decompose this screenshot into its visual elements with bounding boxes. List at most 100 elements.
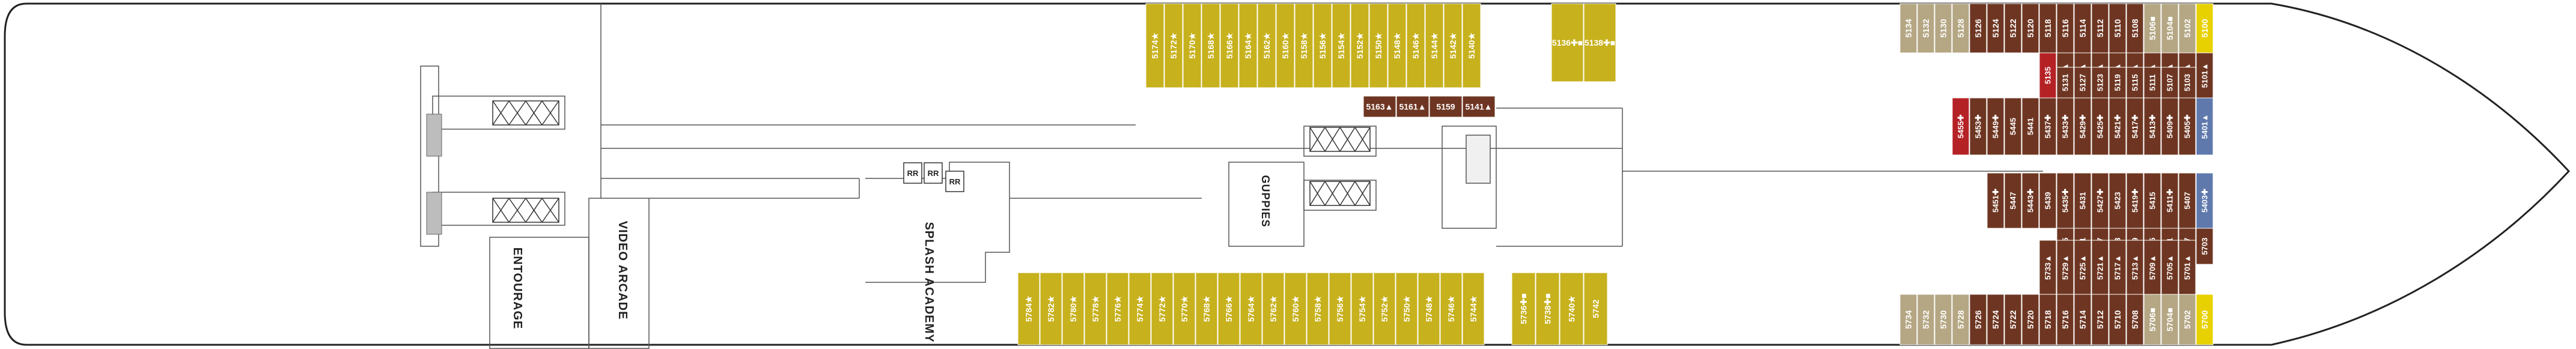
cabin-aft-top[interactable]: 5140★ [1462, 3, 1481, 88]
cabin-block[interactable] [1583, 3, 1616, 82]
cabin-row-c[interactable]: 5425✚ [2091, 97, 2109, 156]
cabin-block[interactable] [1952, 97, 1970, 156]
cabin-aft-bottom[interactable]: 5764★ [1240, 272, 1262, 345]
cabin-block[interactable] [1969, 3, 1987, 53]
cabin-block[interactable] [2004, 294, 2022, 345]
cabin-fwd-bottom[interactable]: 5716 [2056, 294, 2074, 345]
cabin-fwd-top[interactable]: 5104■ [2161, 3, 2179, 53]
cabin-row-d[interactable]: 5423 [2109, 172, 2127, 229]
cabin-block[interactable] [1987, 3, 2005, 53]
cabin-block[interactable] [1952, 3, 1970, 53]
cabin-row-f[interactable]: 5717▲ [2109, 240, 2127, 295]
cabin-aft-bottom[interactable]: 5752★ [1373, 272, 1396, 345]
cabin-fwd-top[interactable]: 5110 [2109, 3, 2127, 53]
cabin-row-b[interactable]: 5119 [2109, 67, 2127, 99]
cabin-row-d[interactable]: 5443✚ [2021, 172, 2039, 229]
cabin-block[interactable] [1145, 3, 1165, 88]
cabin-aft-top-row2[interactable]: 5159 [1429, 96, 1463, 118]
cabin-row-f[interactable]: 5721▲ [2091, 240, 2109, 295]
cabin-aft-top[interactable]: 5152★ [1350, 3, 1369, 88]
cabin-block[interactable] [1040, 272, 1062, 345]
cabin-block[interactable] [1128, 272, 1151, 345]
cabin-block[interactable] [1917, 294, 1935, 345]
cabin-block[interactable] [1238, 3, 1258, 88]
cabin-mid-bottom-small[interactable]: 5742 [1583, 272, 1608, 345]
cabin-aft-top[interactable]: 5160★ [1276, 3, 1295, 88]
cabin-row-c[interactable]: 5455✚ [1952, 97, 1970, 156]
cabin-fwd-bottom[interactable]: 5706■ [2143, 294, 2161, 345]
cabin-aft-bottom[interactable]: 5766★ [1217, 272, 1240, 345]
cabin-block[interactable] [2196, 228, 2214, 265]
cabin-block[interactable] [1220, 3, 1239, 88]
cabin-block[interactable] [1987, 294, 2005, 345]
cabin-row-d[interactable]: 5431 [2074, 172, 2092, 229]
cabin-row-c[interactable]: 5421✚ [2109, 97, 2127, 156]
cabin-fwd-bottom[interactable]: 5732 [1917, 294, 1935, 345]
cabin-aft-top[interactable]: 5158★ [1294, 3, 1314, 88]
cabin-aft-top[interactable]: 5164★ [1238, 3, 1258, 88]
cabin-fwd-top[interactable]: 5126 [1969, 3, 1987, 53]
cabin-fwd-top[interactable]: 5106■ [2143, 3, 2161, 53]
cabin-block[interactable] [1406, 3, 1425, 88]
cabin-block[interactable] [2161, 240, 2179, 295]
cabin-block[interactable] [2109, 172, 2127, 229]
cabin-aft-bottom[interactable]: 5762★ [1262, 272, 1285, 345]
cabin-block[interactable] [2074, 294, 2092, 345]
cabin-fwd-bottom[interactable]: 5724 [1987, 294, 2005, 345]
cabin-block[interactable] [1183, 3, 1202, 88]
cabin-block[interactable] [1350, 3, 1369, 88]
cabin-mid-top-small[interactable]: 5138✚■ [1583, 3, 1616, 82]
cabin-aft-bottom[interactable]: 5770★ [1173, 272, 1196, 345]
cabin-block[interactable] [2161, 67, 2179, 99]
cabin-block[interactable] [2056, 67, 2074, 99]
cabin-row-f[interactable]: 5729▲ [2056, 240, 2074, 295]
cabin-block[interactable] [1332, 3, 1351, 88]
cabin-mid-bottom-small[interactable]: 5736✚■ [1511, 272, 1536, 345]
cabin-block[interactable] [1084, 272, 1107, 345]
cabin-fwd-top[interactable]: 5120 [2021, 3, 2039, 53]
cabin-block[interactable] [2109, 3, 2127, 53]
cabin-block[interactable] [1969, 97, 1987, 156]
cabin-row-d[interactable]: 5435✚ [2056, 172, 2074, 229]
cabin-aft-bottom[interactable]: 5756★ [1329, 272, 1351, 345]
cabin-block[interactable] [2074, 67, 2092, 99]
cabin-block[interactable] [2021, 3, 2039, 53]
cabin-block[interactable] [1262, 272, 1285, 345]
cabin-fwd-bottom[interactable]: 5710 [2109, 294, 2127, 345]
cabin-row-e[interactable]: 5703 [2196, 228, 2214, 265]
cabin-row-a[interactable]: 5101▲ [2196, 52, 2214, 99]
cabin-fwd-bottom[interactable]: 5704■ [2161, 294, 2179, 345]
cabin-block[interactable] [2091, 3, 2109, 53]
cabin-row-a[interactable]: 5135 [2039, 52, 2057, 99]
cabin-mid-top-small[interactable]: 5136✚■ [1551, 3, 1584, 82]
cabin-fwd-top[interactable]: 5128 [1952, 3, 1970, 53]
cabin-block[interactable] [2039, 97, 2057, 156]
cabin-block[interactable] [1017, 272, 1040, 345]
cabin-block[interactable] [1387, 3, 1407, 88]
cabin-row-c[interactable]: 5401▲ [2196, 97, 2214, 156]
cabin-fwd-top[interactable]: 5134 [1899, 3, 1917, 53]
cabin-block[interactable] [1313, 3, 1332, 88]
cabin-block[interactable] [1535, 272, 1560, 345]
cabin-fwd-bottom[interactable]: 5728 [1952, 294, 1970, 345]
cabin-fwd-top[interactable]: 5112 [2091, 3, 2109, 53]
cabin-block[interactable] [1934, 3, 1952, 53]
cabin-block[interactable] [2074, 172, 2092, 229]
cabin-block[interactable] [2056, 240, 2074, 295]
cabin-aft-top[interactable]: 5156★ [1313, 3, 1332, 88]
cabin-row-d[interactable]: 5407 [2178, 172, 2196, 229]
cabin-block[interactable] [2161, 97, 2179, 156]
cabin-aft-top-row2[interactable]: 5161▲ [1396, 96, 1430, 118]
cabin-aft-bottom[interactable]: 5760★ [1284, 272, 1307, 345]
cabin-fwd-bottom[interactable]: 5726 [1969, 294, 1987, 345]
cabin-block[interactable] [1443, 3, 1463, 88]
cabin-block[interactable] [2126, 67, 2144, 99]
cabin-row-b[interactable]: 5107 [2161, 67, 2179, 99]
cabin-block[interactable] [1240, 272, 1262, 345]
cabin-aft-top[interactable]: 5174★ [1145, 3, 1165, 88]
cabin-aft-top-row2[interactable]: 5163▲ [1363, 96, 1396, 118]
cabin-row-c[interactable]: 5413✚ [2143, 97, 2161, 156]
cabin-fwd-top[interactable]: 5116 [2056, 3, 2074, 53]
cabin-block[interactable] [1462, 3, 1481, 88]
cabin-row-b[interactable]: 5127 [2074, 67, 2092, 99]
